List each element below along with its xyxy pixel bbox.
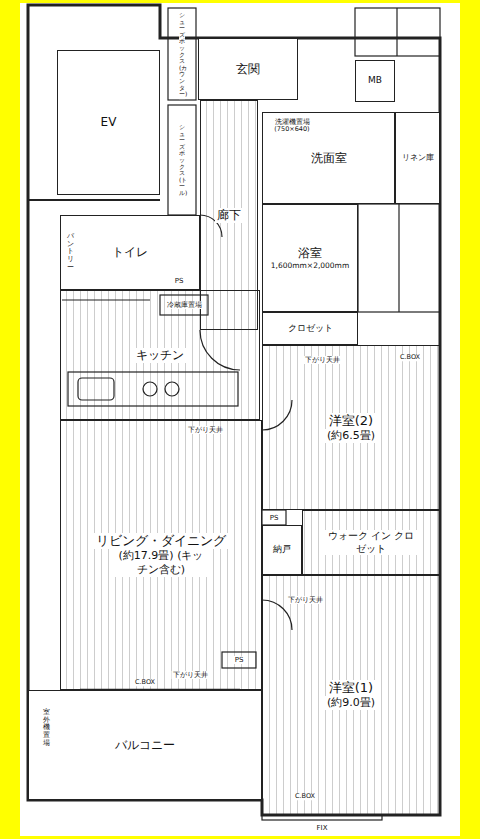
room-box: 玄関 bbox=[198, 38, 298, 100]
room-name: リビング・ダイニング bbox=[94, 533, 228, 549]
plan-label: シューズボックス(カウンター) bbox=[179, 11, 185, 99]
plan-label: 下がり天井 bbox=[172, 671, 209, 679]
room-box: EV bbox=[57, 50, 160, 195]
plan-label: PS bbox=[234, 656, 245, 664]
room-name: 洗面室 bbox=[309, 151, 349, 166]
room-box: クロゼット bbox=[262, 312, 358, 345]
plan-label: 下がり天井 bbox=[187, 426, 224, 434]
room-name: EV bbox=[99, 115, 119, 130]
plan-label: 冷蔵庫置場 bbox=[166, 301, 203, 309]
room-box: バルコニー bbox=[28, 690, 262, 800]
plan-label: C.BOX bbox=[294, 793, 316, 800]
room-name: バルコニー bbox=[113, 738, 177, 753]
room-name: 洋室(1) bbox=[327, 680, 375, 696]
room-box: キッチン bbox=[60, 290, 260, 420]
room-name: 玄関 bbox=[234, 62, 262, 77]
plan-ground bbox=[20, 3, 460, 836]
room-name: 浴室 bbox=[296, 246, 324, 261]
plan-label: C.BOX bbox=[399, 354, 421, 361]
plan-label: 下がり天井 bbox=[287, 596, 324, 604]
room-box: リビング・ダイニング(約17.9畳) (キッチン含む) bbox=[60, 420, 262, 690]
room-name: リネン庫 bbox=[400, 153, 436, 163]
room-box: ウォーク イン クロゼット bbox=[302, 510, 440, 575]
room-box: 洗面室 bbox=[262, 112, 395, 204]
room-note: (約9.0畳) bbox=[325, 696, 377, 710]
room-note: (約17.9畳) (キッチン含む) bbox=[114, 549, 208, 577]
room-box: 洋室(2)(約6.5畳) bbox=[262, 345, 440, 510]
room-name: キッチン bbox=[134, 348, 186, 363]
room-note: (約6.5畳) bbox=[325, 429, 377, 443]
room-box: トイレ bbox=[60, 215, 200, 290]
plan-lines bbox=[28, 5, 440, 820]
room-name: ウォーク イン クロゼット bbox=[324, 530, 418, 555]
room-name: MB bbox=[366, 75, 384, 86]
room-box: リネン庫 bbox=[395, 112, 440, 204]
room-name: クロゼット bbox=[286, 323, 335, 334]
plan-label: FIX bbox=[316, 824, 329, 832]
room-box: 洋室(1)(約9.0畳) bbox=[262, 575, 440, 815]
room-box: 廊下 bbox=[200, 100, 258, 330]
plan-label: C.BOX bbox=[134, 679, 156, 686]
plan-label: 下がり天井 bbox=[304, 356, 341, 364]
room-name: トイレ bbox=[110, 245, 150, 260]
plan-label: PS bbox=[269, 514, 280, 522]
room-box: MB bbox=[355, 60, 395, 102]
room-name: 納戸 bbox=[271, 544, 293, 555]
room-name: 廊下 bbox=[215, 208, 243, 223]
room-name: 洋室(2) bbox=[327, 413, 375, 429]
room-box: 納戸 bbox=[262, 525, 302, 575]
plan-label: シューズボックス(トール) bbox=[179, 123, 185, 198]
room-box: 浴室1,600mm×2,000mm bbox=[262, 204, 358, 312]
room-note: 1,600mm×2,000mm bbox=[269, 261, 351, 270]
